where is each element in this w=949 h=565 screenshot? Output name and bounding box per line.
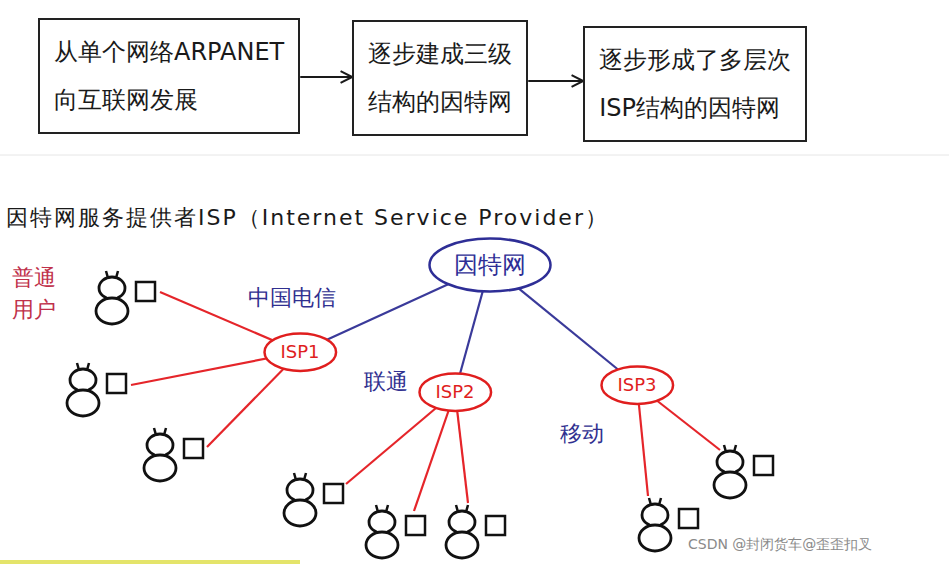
- user-icon: [366, 505, 425, 558]
- node-text: 因特网: [454, 251, 526, 280]
- watermark: CSDN @封闭货车@歪歪扣叉: [688, 535, 872, 553]
- isp-name: 联通: [364, 368, 408, 397]
- ellipse-shape: [430, 239, 551, 292]
- flow-arrow: [528, 80, 583, 82]
- link-line: [327, 284, 448, 340]
- isp-node: ISP3: [600, 365, 675, 405]
- isp-name: 移动: [560, 420, 604, 449]
- process-box: 逐步形成了多层次 ISP结构的因特网: [583, 26, 807, 142]
- internet-cloud: 因特网: [428, 237, 552, 293]
- ellipse-shape: [601, 366, 673, 403]
- node-text: ISP3: [617, 374, 656, 396]
- link-line: [519, 288, 618, 369]
- access-links: [131, 292, 720, 511]
- user-icon: [96, 271, 155, 324]
- isp-node: ISP2: [418, 372, 493, 412]
- isp-node: ISP1: [263, 332, 338, 372]
- link-line: [460, 291, 483, 373]
- user-icon: [714, 445, 773, 498]
- ellipse-shape: [419, 373, 491, 410]
- node-text: 逐步建成三级 结构的因特网: [368, 30, 512, 126]
- user-icon: [144, 428, 203, 481]
- flow-arrow: [300, 76, 352, 78]
- ellipse-shape: [264, 333, 336, 370]
- user-icon: [67, 363, 126, 416]
- node-text: ISP1: [280, 341, 319, 363]
- process-box: 从单个网络ARPANET 向互联网发展: [38, 18, 300, 134]
- user-label: 普通 用户: [12, 262, 56, 326]
- user-icon: [446, 505, 505, 558]
- highlight-bar: [0, 560, 300, 564]
- ruled-line: [0, 155, 949, 156]
- process-box: 逐步建成三级 结构的因特网: [352, 20, 528, 136]
- node-text: ISP2: [435, 381, 474, 403]
- isp-name: 中国电信: [248, 284, 336, 313]
- section-heading: 因特网服务提供者ISP（Internet Service Provider）: [6, 203, 609, 233]
- user-icon: [284, 473, 343, 526]
- node-text: 从单个网络ARPANET 向互联网发展: [54, 28, 284, 124]
- node-text: 逐步形成了多层次 ISP结构的因特网: [599, 36, 791, 132]
